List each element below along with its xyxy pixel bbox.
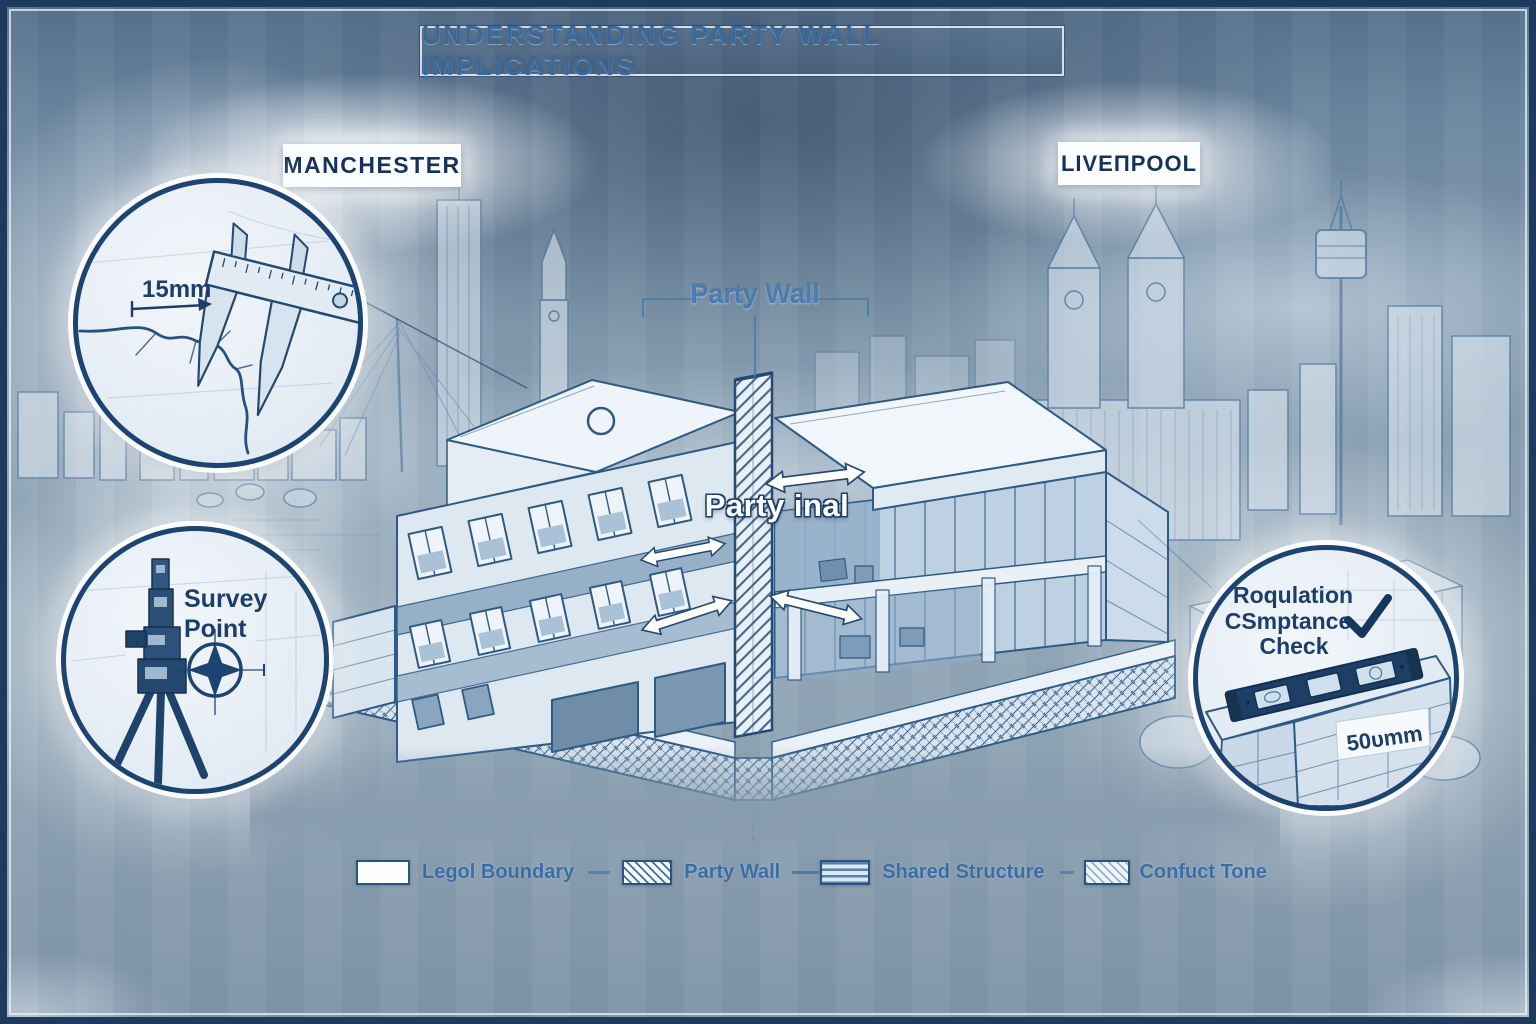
svg-text:CSmptance: CSmptance bbox=[1225, 608, 1352, 634]
legend-label-conflict-tone: Confuct Tone bbox=[1139, 860, 1267, 883]
crack-leader-line bbox=[351, 294, 528, 389]
party-wall bbox=[733, 371, 774, 739]
level-measurement-tag: 50υmm bbox=[1335, 707, 1431, 761]
legend-label-party-wall: Party Wall bbox=[684, 860, 781, 883]
checkmark-icon bbox=[1344, 594, 1392, 638]
svg-text:Check: Check bbox=[1259, 633, 1328, 659]
survey-marker-icon bbox=[174, 629, 265, 715]
city-label-manchester: MANCHESTER bbox=[283, 144, 461, 187]
svg-text:15mm: 15mm bbox=[142, 276, 211, 303]
right-building bbox=[774, 381, 1169, 682]
city-label-liverpool: LIVEΠPOOL bbox=[1058, 142, 1200, 185]
survey-point-inset: Survey Point bbox=[61, 526, 329, 794]
compliance-leader-line bbox=[1137, 519, 1213, 589]
legend-swatch-conflict-tone bbox=[1084, 859, 1131, 885]
left-building-windows-upper bbox=[407, 473, 693, 581]
compliance-label: Roqulation CSmptance Check bbox=[1225, 582, 1353, 659]
left-building-windows-middle bbox=[408, 567, 692, 669]
foundation-fade bbox=[250, 745, 1280, 875]
svg-text:Survey: Survey bbox=[184, 585, 267, 613]
caliper-icon bbox=[197, 222, 358, 417]
legend-separator bbox=[588, 870, 611, 874]
title-banner: UNDERSTANDING PARTY WALL IMPLICATIONS bbox=[420, 20, 1064, 81]
legend-label-shared-structure: Shared Structure bbox=[882, 860, 1045, 883]
compliance-check-inset: Roqulation CSmptance Check 50υmm bbox=[1193, 545, 1459, 811]
legend-label-legal-boundary: Legol Boundary bbox=[422, 860, 575, 883]
center-wall-label: Party inal bbox=[704, 488, 850, 523]
legend-swatch-party-wall bbox=[622, 859, 673, 885]
background-brick-lines bbox=[1318, 570, 1448, 650]
crack-detail-inset: 15mm bbox=[73, 178, 363, 468]
left-building-ground-floor bbox=[411, 662, 726, 753]
party-wall-callout-bracket bbox=[642, 298, 869, 377]
survey-point-label: Survey Point bbox=[184, 585, 267, 643]
svg-text:Roqulation: Roqulation bbox=[1233, 582, 1353, 608]
legend-swatch-shared-structure bbox=[792, 859, 871, 885]
spirit-level-icon bbox=[1224, 647, 1424, 723]
legend-swatch-legal-boundary bbox=[356, 859, 410, 885]
legend-separator bbox=[1060, 870, 1075, 874]
party-wall-callout-label: Party Wall bbox=[690, 279, 820, 309]
title-text: UNDERSTANDING PARTY WALL IMPLICATIONS bbox=[422, 20, 882, 81]
crack-icon bbox=[78, 326, 253, 455]
legend: Legol Boundary Party Wall Shared Structu… bbox=[356, 856, 1267, 888]
wall-grid-lines bbox=[71, 571, 321, 751]
crack-measurement: 15mm bbox=[130, 276, 212, 317]
